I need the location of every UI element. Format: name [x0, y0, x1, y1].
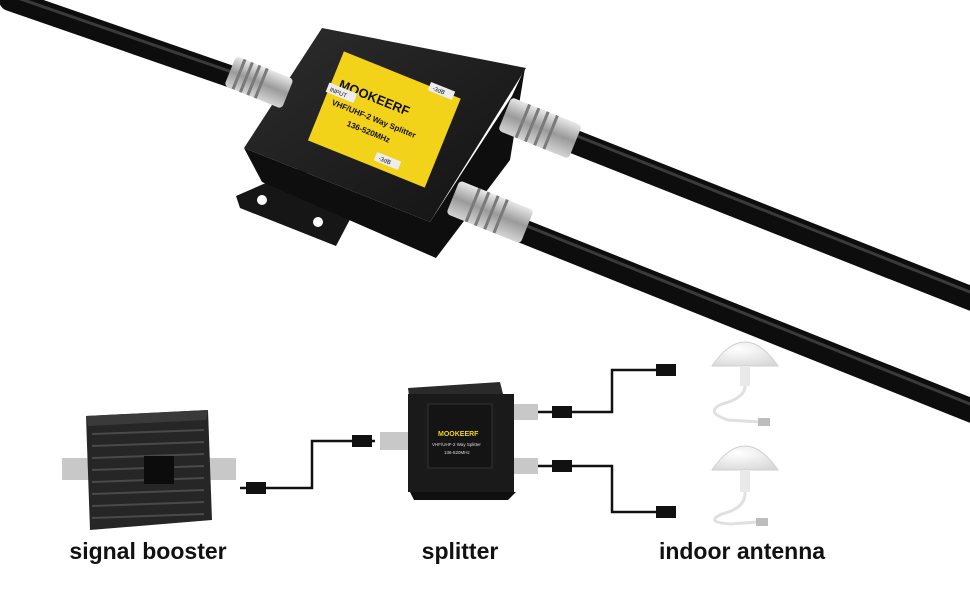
output-tag-b: -3dB — [373, 151, 402, 171]
coax-cable-output-a — [565, 128, 970, 311]
booster-display — [144, 456, 174, 484]
small-splitter-device: MOOKEERF VHF/UHF-2 Way Splitter 136-520M… — [380, 382, 538, 500]
label-indoor-antenna: indoor antenna — [658, 538, 826, 564]
indoor-antenna-bottom — [711, 445, 779, 526]
n-connector-input — [225, 57, 293, 108]
splitter-port-out-a — [512, 404, 538, 420]
small-model-text: VHF/UHF-2 Way Splitter — [432, 442, 481, 447]
svg-text:-3dB: -3dB — [377, 156, 391, 166]
booster-port-left — [62, 458, 92, 480]
n-connector-output-a — [499, 98, 581, 158]
cable-splitter-to-antenna-top — [534, 368, 668, 414]
signal-booster-device — [62, 410, 236, 530]
splitter-port-in — [380, 432, 410, 450]
mount-hole — [313, 217, 323, 227]
small-brand-text: MOOKEERF — [438, 431, 479, 438]
cable-plugs — [246, 364, 676, 518]
diagram-cables — [240, 368, 668, 514]
mount-hole — [257, 195, 267, 205]
cable-booster-to-splitter — [240, 439, 375, 490]
n-connector-output-b — [447, 181, 533, 243]
label-splitter: splitter — [421, 538, 499, 564]
svg-text:-3dB: -3dB — [431, 86, 445, 96]
cable-splitter-to-antenna-bottom — [534, 464, 668, 514]
splitter-label: MOOKEERF VHF/UHF-2 Way Splitter 136-520M… — [307, 51, 461, 188]
coax-cable-output-b — [515, 218, 970, 423]
indoor-antenna-top — [711, 341, 779, 426]
coax-cable-input — [0, 0, 246, 89]
booster-port-right — [206, 458, 236, 480]
output-tag-a: -3dB — [427, 81, 456, 101]
small-freq-text: 136-520MHz — [444, 450, 471, 455]
splitter-photo: MOOKEERF VHF/UHF-2 Way Splitter 136-520M… — [0, 0, 970, 423]
label-signal-booster: signal booster — [69, 538, 227, 564]
splitter-port-out-b — [512, 458, 538, 474]
